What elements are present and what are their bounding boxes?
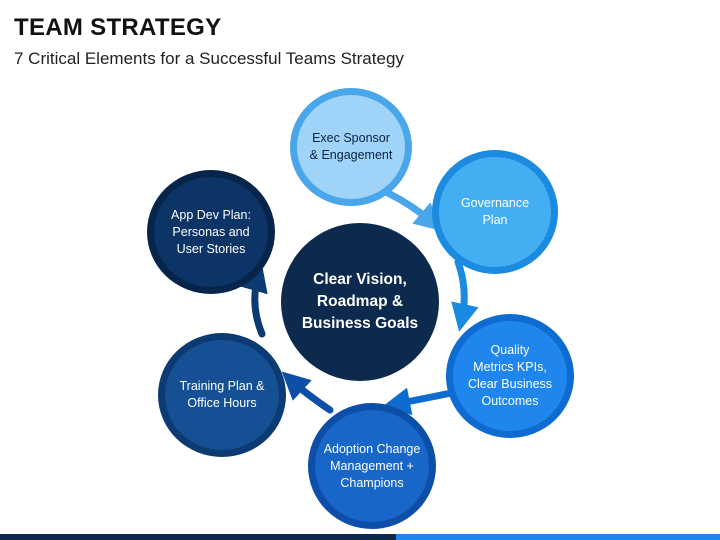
element-training-plan-label: Training Plan & Office Hours [179,379,265,410]
element-adoption-change-label: Adoption Change Management + Champions [323,441,421,490]
element-quality-metrics-label: Quality Metrics KPIs, Clear Business Out… [467,343,553,408]
element-app-dev-plan-label: App Dev Plan: Personas and User Stories [171,207,251,256]
center-node-label: Clear Vision, Roadmap & Business Goals [301,271,419,332]
element-governance: Governance Plan [432,150,558,274]
connector-arrow-3 [382,387,460,416]
element-app-dev-plan: App Dev Plan: Personas and User Stories [147,170,275,294]
page-subtitle: 7 Critical Elements for a Successful Tea… [14,49,404,68]
element-quality-metrics: Quality Metrics KPIs, Clear Business Out… [446,314,574,438]
page-title: TEAM STRATEGY [14,14,222,41]
connector-arrow-4 [281,371,334,414]
center-node: Clear Vision, Roadmap & Business Goals [283,225,437,379]
element-exec-sponsor: Exec Sponsor & Engagement [290,88,412,206]
connector-arrow-5 [240,263,268,338]
element-training-plan: Training Plan & Office Hours [158,333,286,457]
connector-arrow-1 [384,189,443,232]
bottom-accent-bar [0,534,720,540]
element-governance-label: Governance Plan [460,196,530,227]
element-adoption-change: Adoption Change Management + Champions [308,403,436,529]
connector-arrow-2 [451,258,479,332]
element-exec-sponsor-label: Exec Sponsor & Engagement [309,131,393,162]
